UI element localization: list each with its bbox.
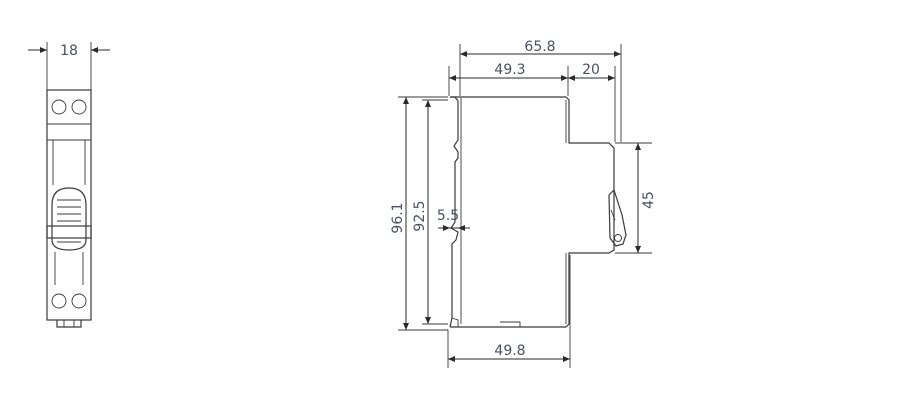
cap-height-label: 45: [641, 191, 657, 209]
overall-height-label: 96.1: [390, 202, 406, 233]
front-bottom-screw-left-icon: [51, 293, 67, 309]
front-top-screw-right-icon: [71, 99, 87, 115]
overall-depth-label: 65.8: [524, 39, 555, 55]
base-depth-dimension: 49.8: [447, 255, 571, 368]
cap-depth-label: 20: [582, 62, 600, 78]
front-width-dimension: 18: [28, 42, 110, 90]
body-depth-label: 49.3: [494, 62, 525, 78]
cap-height-dimension: 45: [615, 142, 657, 254]
side-body: [449, 96, 627, 328]
side-toggle-lever: [608, 188, 627, 247]
overall-height-dimension: 96.1: [390, 96, 448, 331]
side-view: 65.8 49.3 20 96.1: [390, 39, 657, 368]
front-width-label: 18: [60, 43, 78, 59]
front-top-screw-left-icon: [51, 99, 67, 115]
body-depth-dimension: 49.3 20: [448, 62, 616, 142]
front-body: [46, 89, 92, 328]
lever-pivot-icon: [614, 234, 622, 242]
clip-label: 5.5: [437, 208, 459, 224]
clip-dimension: 5.5: [437, 208, 470, 231]
base-depth-label: 49.8: [494, 343, 525, 359]
front-din-clip: [56, 320, 82, 328]
body-height-label: 92.5: [412, 200, 428, 231]
front-bottom-screw-right-icon: [71, 293, 87, 309]
front-view: 18: [28, 42, 110, 328]
overall-depth-dimension: 65.8: [459, 39, 622, 142]
front-toggle-lever: [46, 187, 92, 251]
body-height-dimension: 92.5: [412, 99, 448, 325]
